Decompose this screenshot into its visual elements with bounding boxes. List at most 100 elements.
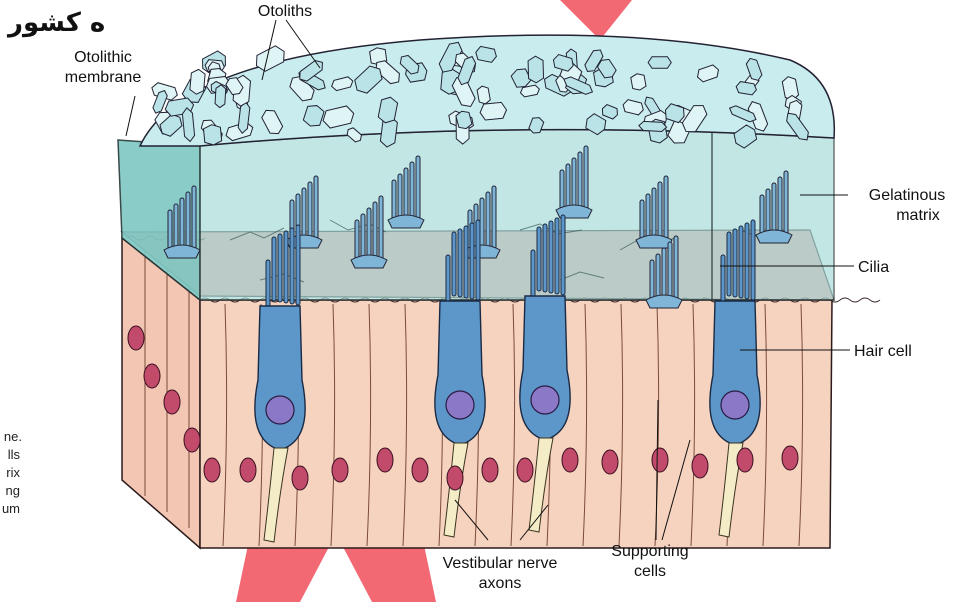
hair-cell-nucleus	[446, 391, 474, 419]
cilium	[664, 176, 668, 240]
hair-cell-cilium	[470, 223, 474, 299]
hair-cell-cilium	[284, 231, 288, 303]
supporting-cell-nucleus	[292, 466, 308, 490]
hair-cell-cilium	[733, 229, 737, 297]
cilium	[658, 182, 662, 240]
bundle-base	[351, 255, 387, 268]
cilium	[492, 186, 496, 250]
otolith-crystal	[528, 56, 544, 83]
label-cilia: Cilia	[858, 258, 889, 277]
cilium	[652, 188, 656, 240]
hair-cell-cilium	[458, 229, 462, 297]
hair-cell-cilium	[555, 218, 559, 294]
supporting-cell-nucleus	[737, 448, 753, 472]
otolith-crystal	[190, 69, 206, 95]
label-gelatinous-matrix-1: Gelatinous	[852, 186, 962, 205]
cilium	[308, 182, 312, 240]
supporting-cell-nucleus	[184, 428, 200, 452]
label-otolithic-membrane-1: Otolithic	[58, 48, 148, 67]
label-hair-cell: Hair cell	[854, 342, 912, 361]
cilium	[192, 186, 196, 250]
hair-cell-cilium	[464, 226, 468, 298]
hair-cell-nucleus	[721, 391, 749, 419]
cilium	[361, 214, 365, 260]
supporting-cell-nucleus	[692, 454, 708, 478]
label-supporting-cells-2: cells	[590, 562, 710, 581]
watermark-shape-top	[560, 0, 632, 40]
otolith-crystal	[479, 102, 507, 120]
cilium	[398, 174, 402, 220]
supporting-cell-nucleus	[782, 446, 798, 470]
hair-cell-body	[520, 296, 570, 440]
cilium	[784, 171, 788, 235]
cilium	[373, 202, 377, 260]
side-text-5: um	[0, 500, 20, 518]
hair-cell-body	[255, 306, 305, 450]
side-text-2: lls	[0, 446, 20, 464]
supporting-cell-nucleus	[144, 364, 160, 388]
cilium	[367, 208, 371, 260]
cilium	[168, 210, 172, 250]
hair-cell-cilium	[476, 220, 480, 300]
otolith-crystal	[203, 124, 222, 146]
cilium	[379, 196, 383, 260]
cilium	[572, 158, 576, 210]
cilium	[186, 192, 190, 250]
side-text-1: ne.	[0, 428, 22, 446]
label-vestibular-axons-1: Vestibular nerve	[418, 554, 582, 573]
cilium	[560, 170, 564, 210]
cilium	[650, 260, 654, 300]
cilium	[480, 198, 484, 250]
cilium	[174, 204, 178, 250]
hair-cell-nucleus	[531, 386, 559, 414]
cilium	[640, 200, 644, 240]
hair-cell-cilium	[290, 228, 294, 304]
hair-cell-cilium	[537, 227, 541, 291]
supporting-cell-nucleus	[240, 458, 256, 482]
cilium	[760, 195, 764, 235]
hair-cell-body	[435, 301, 485, 445]
bundle-base	[636, 235, 672, 248]
hair-cell-cilium	[452, 232, 456, 296]
watermark-text: ه کشور	[8, 8, 105, 38]
supporting-cell-nucleus	[562, 448, 578, 472]
cilium	[674, 236, 678, 300]
cilium	[662, 248, 666, 300]
hair-cell-body	[710, 301, 760, 445]
cilium	[180, 198, 184, 250]
cilium	[766, 189, 770, 235]
cilium	[778, 177, 782, 235]
cilium	[410, 162, 414, 220]
supporting-cell-nucleus	[412, 458, 428, 482]
hair-cell-cilium	[296, 225, 300, 305]
cilium	[584, 146, 588, 210]
supporting-cell-nucleus	[602, 450, 618, 474]
otolith-crystal	[648, 57, 671, 69]
supporting-cell-nucleus	[447, 466, 463, 490]
otolith-crystal	[215, 85, 226, 108]
cilium	[302, 188, 306, 240]
side-text-4: ng	[0, 482, 20, 500]
hair-cell-cilium	[543, 224, 547, 292]
cilium	[404, 168, 408, 220]
cilium	[486, 192, 490, 250]
bundle-base	[388, 215, 424, 228]
hair-cell-cilium	[727, 232, 731, 296]
hair-cell-cilium	[745, 223, 749, 299]
cilium	[668, 242, 672, 300]
cilium	[772, 183, 776, 235]
hair-cell-nucleus	[266, 396, 294, 424]
label-otolithic-membrane-2: membrane	[58, 68, 148, 87]
hair-cell-cilium	[739, 226, 743, 298]
bundle-base	[646, 295, 682, 308]
supporting-cell-nucleus	[204, 458, 220, 482]
side-text-3: rix	[0, 464, 20, 482]
cilium	[566, 164, 570, 210]
cilium	[392, 180, 396, 220]
bundle-base	[164, 245, 200, 258]
supporting-cell-nucleus	[332, 458, 348, 482]
cilium	[355, 220, 359, 260]
bundle-base	[464, 245, 500, 258]
